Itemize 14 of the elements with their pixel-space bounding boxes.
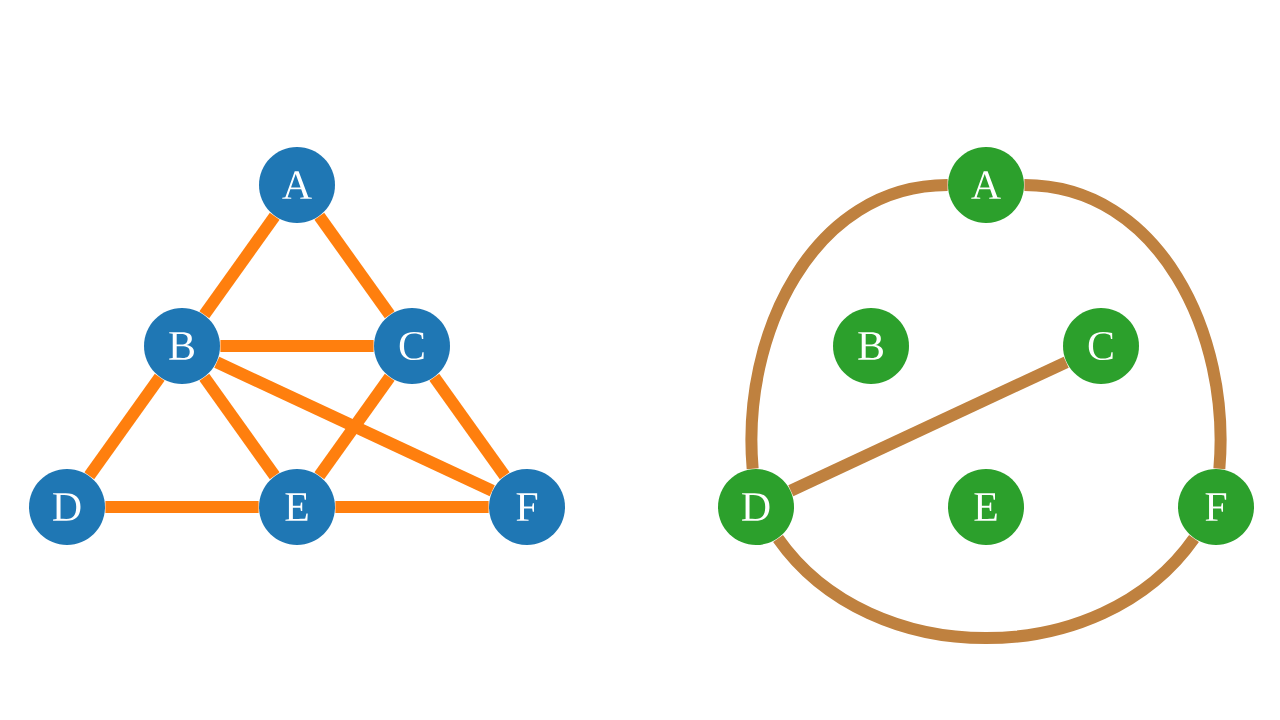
edge-line	[105, 501, 259, 513]
edge-line	[214, 356, 495, 497]
edge-line	[220, 340, 374, 352]
edge-line	[788, 356, 1069, 497]
edge-line	[314, 212, 395, 319]
edge-line	[429, 373, 510, 480]
edge-line	[84, 373, 165, 480]
edge-line	[745, 179, 949, 469]
edge-line	[335, 501, 489, 513]
edge-line	[1023, 179, 1227, 469]
edge-line	[199, 373, 280, 480]
edge-line	[199, 212, 280, 319]
edge-line	[773, 534, 1199, 644]
edge-line	[314, 373, 395, 480]
